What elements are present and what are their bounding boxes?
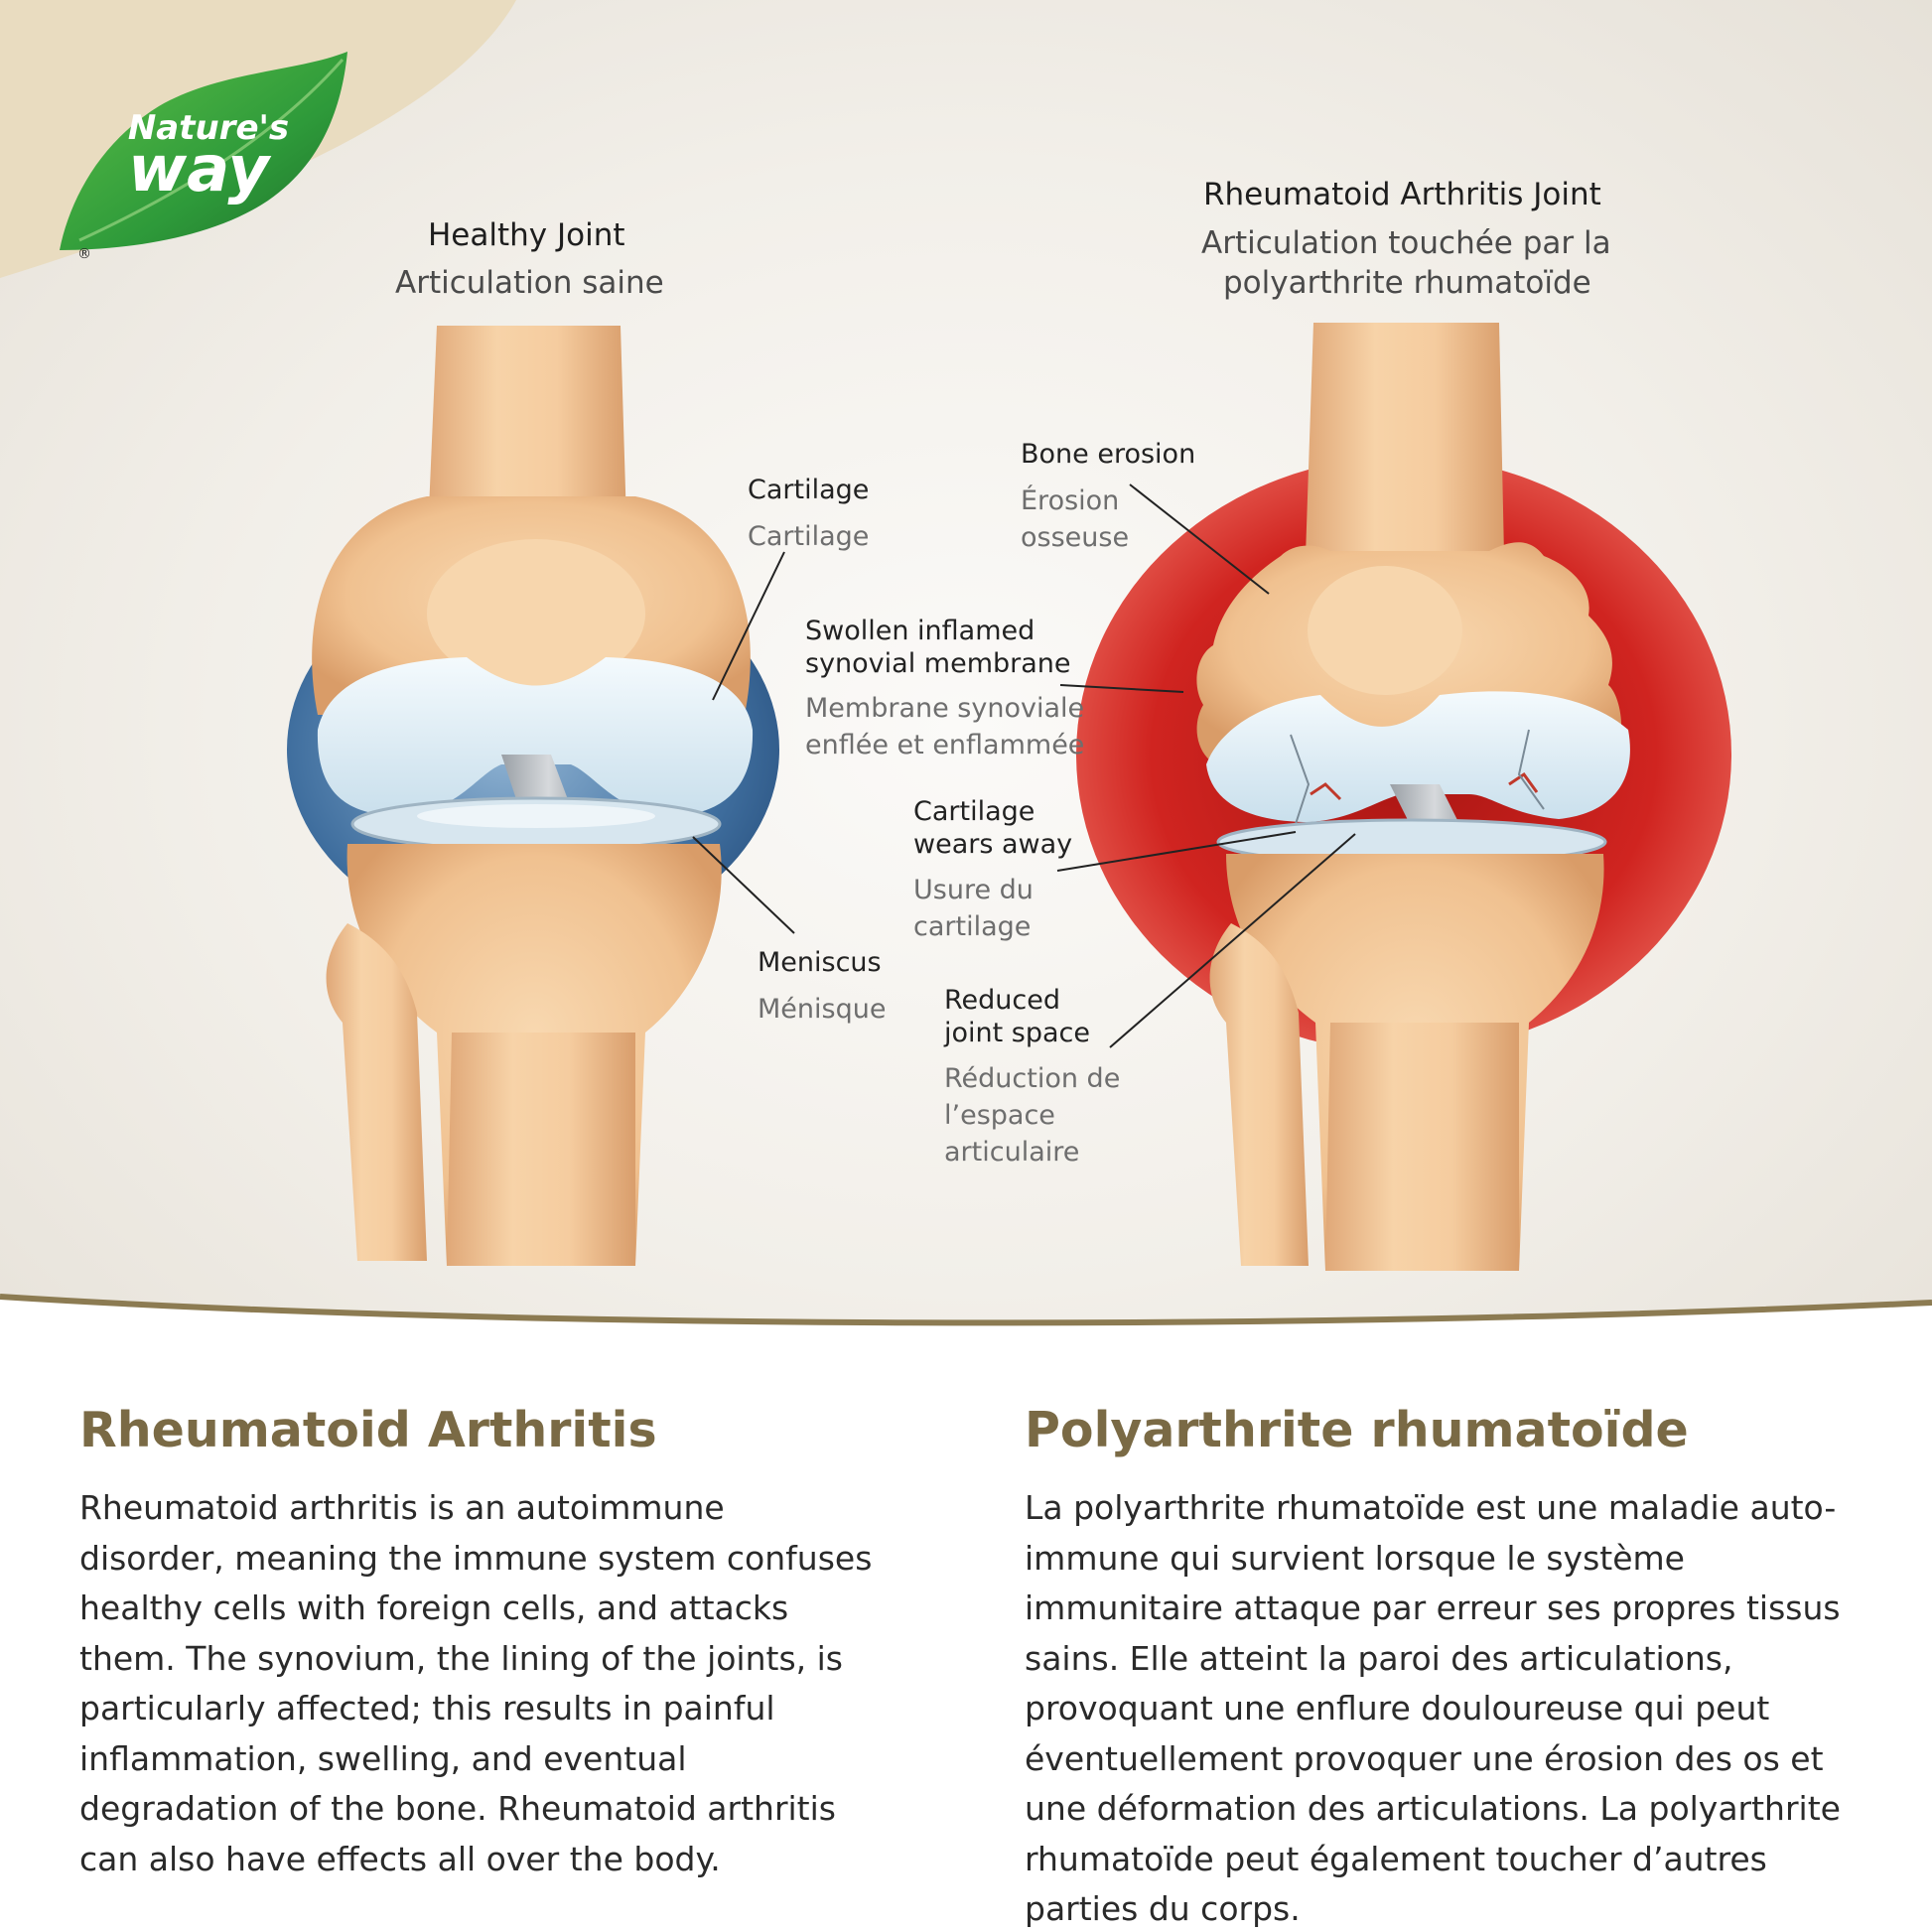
natures-way-logo: Nature's way ®	[60, 52, 357, 262]
label-cartilage: Cartilage	[748, 475, 870, 505]
label-wears-away-2: wears away	[913, 829, 1073, 860]
healthy-joint-title-fr: Articulation saine	[395, 265, 664, 301]
joint-diagram	[287, 323, 1731, 1271]
label-swollen-2: synovial membrane	[805, 648, 1071, 679]
cartilage-leader	[712, 551, 785, 701]
bone-erosion-leader	[1129, 483, 1270, 595]
divider-curve	[0, 1294, 1932, 1340]
ra-joint-title-fr-line1: Articulation touchée par la	[1201, 225, 1611, 261]
ra-joint-illustration	[1076, 323, 1731, 1271]
section-heading-fr: Polyarthrite rhumatoïde	[1025, 1402, 1689, 1458]
healthy-joint-title: Healthy Joint	[428, 217, 625, 253]
wears-away-leader	[1056, 831, 1297, 872]
label-reduced-1: Reduced	[944, 985, 1061, 1016]
ra-joint-title-fr-line2: polyarthrite rhumatoïde	[1223, 265, 1591, 301]
ra-joint-title: Rheumatoid Arthritis Joint	[1203, 177, 1601, 212]
label-wears-away-fr-2: cartilage	[913, 911, 1032, 942]
label-reduced-fr-2: l’espace	[944, 1100, 1055, 1131]
label-wears-away-1: Cartilage	[913, 796, 1035, 827]
healthy-joint-illustration	[287, 326, 779, 1266]
label-swollen-fr-1: Membrane synoviale	[805, 693, 1085, 724]
label-wears-away-fr-1: Usure du	[913, 875, 1034, 905]
svg-text:®: ®	[77, 246, 91, 260]
label-swollen-1: Swollen inflamed	[805, 616, 1035, 646]
leaf-icon: Nature's way ®	[60, 52, 347, 262]
label-reduced-fr-1: Réduction de	[944, 1063, 1121, 1094]
svg-text:way: way	[128, 133, 271, 207]
label-reduced-fr-3: articulaire	[944, 1137, 1080, 1168]
label-meniscus-fr: Ménisque	[758, 994, 887, 1025]
meniscus-leader	[692, 836, 795, 934]
section-body-fr: La polyarthrite rhumatoïde est une malad…	[1025, 1488, 1841, 1928]
label-reduced-2: joint space	[944, 1018, 1091, 1048]
swollen-leader	[1059, 684, 1184, 693]
label-meniscus: Meniscus	[758, 947, 882, 978]
section-heading-en: Rheumatoid Arthritis	[79, 1402, 657, 1458]
label-bone-erosion-fr-1: Érosion	[1021, 485, 1120, 516]
label-swollen-fr-2: enflée et enflammée	[805, 730, 1085, 760]
label-bone-erosion: Bone erosion	[1021, 439, 1196, 470]
label-bone-erosion-fr-2: osseuse	[1021, 522, 1130, 553]
label-cartilage-fr: Cartilage	[748, 521, 870, 552]
svg-text:Nature's: Nature's	[128, 108, 289, 148]
leader-lines	[692, 483, 1356, 1048]
reduced-space-leader	[1109, 833, 1356, 1048]
section-body-en: Rheumatoid arthritis is an autoimmune di…	[79, 1488, 873, 1878]
